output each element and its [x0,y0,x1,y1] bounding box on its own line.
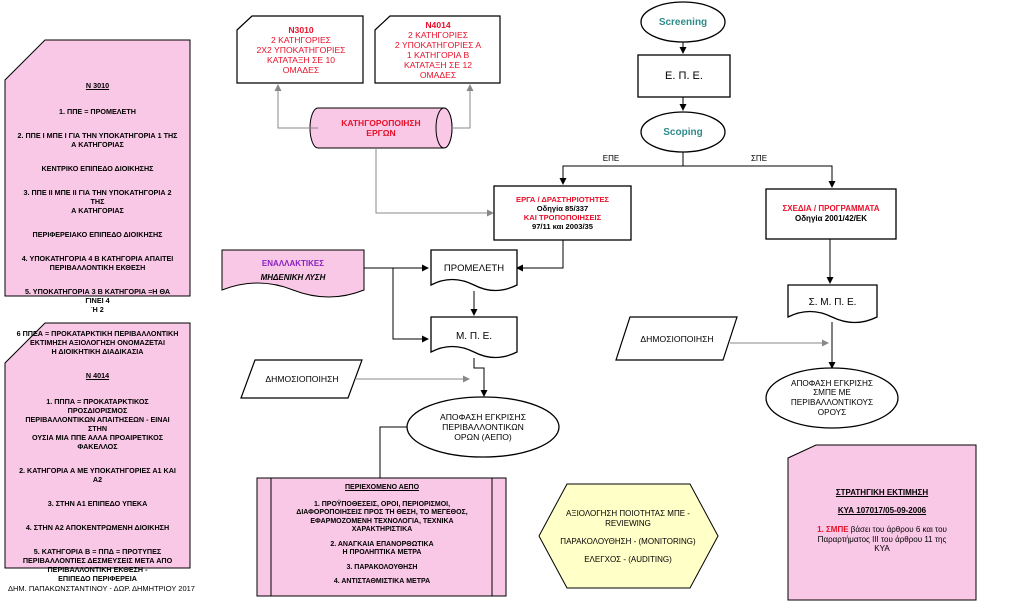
panel-n3010-item: ΠΕΡΙΦΕΡΕΙΑΚΟ ΕΠΙΠΕΔΟ ΔΙΟΙΚΗΣΗΣ [32,230,163,239]
panel-n4014-item: 2. ΚΑΤΗΓΟΡΙΑ Α ΜΕ ΥΠΟΚΑΤΗΓΟΡΙΕΣ Α1 ΚΑΙ Α… [19,466,176,484]
panel-n3010-title: Ν 3010 [85,81,110,90]
strategic-title: ΣΤΡΑΤΗΓΙΚΗ ΕΚΤΙΜΗΣΗ [835,488,929,497]
aepo-content-item: 3. ΠΑΡΑΚΟΛΟΥΘΗΣΗ [346,563,418,571]
plans-line1: ΣΧΕΔΙΑ / ΠΡΟΓΡΑΜΜΑΤΑ [782,204,880,213]
n4014-body: 2 ΚΑΤΗΓΟΡΙΕΣ 2 ΥΠΟΚΑΤΗΓΟΡΙΕΣ Α 1 ΚΑΤΗΓΟΡ… [394,30,482,80]
scoping-label: Scoping [663,126,703,138]
projects-line4: 97/11 και 2003/35 [531,222,593,231]
aepo-content-item: 1. ΠΡΟΫΠΟΘΕΣΕΙΣ, ΟΡΟΙ, ΠΕΡΙΟΡΙΣΜΟΙ, ΔΙΑΦ… [296,500,468,534]
alternatives-box: ΕΝΑΛΛΑΚΤΙΚΕΣ ΜΗΔΕΝΙΚΗ ΛΥΣΗ [222,252,364,290]
panel-n4014-title: Ν 4014 [85,371,110,380]
plans-line2: Οδηγία 2001/42/ΕΚ [794,214,868,223]
projects-line1: ΕΡΓΑ / ΔΡΑΣΤΗΡΙΟΤΗΤΕΣ [516,195,609,204]
panel-n3010-item: 5. ΥΠΟΚΑΤΗΓΟΡΙΑ 3 Β ΚΑΤΗΓΟΡΙΑ =Η ΘΑ ΓΙΝΕ… [24,287,171,314]
panel-n3010-item: 3. ΠΠΕ ΙΙ ΜΠΕ ΙΙ ΓΙΑ ΤΗΝ ΥΠΟΚΑΤΗΓΟΡΙΑ 2 … [23,188,172,215]
alternatives-line2: ΜΗΔΕΝΙΚΗ ΛΥΣΗ [260,273,326,282]
publication-left-label: ΔΗΜΟΣΙΟΠΟΙΗΣΗ [265,374,339,384]
publication-right-label: ΔΗΜΟΣΙΟΠΟΙΗΣΗ [640,334,714,344]
categorization-label: ΚΑΤΗΓΟΡΟΠΟΙΗΣΗ ΕΡΓΩΝ [341,118,421,138]
projects-line2: Οδηγία 85/337 [536,204,589,213]
branch-right-label: ΣΠΕ [750,153,768,163]
panel-n3010-item: 4. ΥΠΟΚΑΤΗΓΟΡΙΑ 4 Β ΚΑΤΗΓΟΡΙΑ ΑΠΑΙΤΕΙ ΠΕ… [21,254,174,272]
projects-box: ΕΡΓΑ / ΔΡΑΣΤΗΡΙΟΤΗΤΕΣ Οδηγία 85/337 ΚΑΙ … [494,186,631,240]
n3010-title: Ν3010 [288,25,314,35]
strategic-kya: ΚΥΑ 107017/05-09-2006 [837,505,927,515]
alternatives-line1: ΕΝΑΛΛΑΚΤΙΚΕΣ [261,259,325,268]
n3010-box: Ν3010 2 ΚΑΤΗΓΟΡΙΕΣ 2Χ2 ΥΠΟΚΑΤΗΓΟΡΙΕΣ ΚΑΤ… [240,18,362,82]
aepo-content-title: ΠΕΡΙΕΧΟΜΕΝΟ ΑΕΠΟ [344,484,420,491]
aepo-content-item: 2. ΑΝΑΓΚΑΙΑ ΕΠΑΝΟΡΘΩΤΙΚΑ Η ΠΡΟΛΗΠΤΙΚΑ ΜΕ… [330,540,434,557]
branch-left-label: ΕΠΕ [602,153,620,163]
aepo-content-item: 4. ΑΝΤΙΣΤΑΘΜΙΣΤΙΚΑ ΜΕΤΡΑ [333,578,431,585]
smpe-label: Σ. Μ. Π. Ε. [808,296,857,308]
epe-label: Ε. Π. Ε. [665,70,703,82]
panel-n3010-item: 6 ΠΠΕΑ = ΠΡΟΚΑΤΑΡΚΤΙΚΗ ΠΕΡΙΒΑΛΛΟΝΤΙΚΗ ΕΚ… [16,329,179,356]
panel-n3010-item: ΚΕΝΤΡΙΚΟ ΕΠΙΠΕΔΟ ΔΙΟΙΚΗΣΗΣ [41,164,154,173]
panel-n4014: Ν 4014 1. ΠΠΠΑ = ΠΡΟΚΑΤΑΡΚΤΙΚΟΣ ΠΡΟΣΔΙΟΡ… [10,362,185,598]
aepo-content: ΠΕΡΙΕΧΟΜΕΝΟ ΑΕΠΟ 1. ΠΡΟΫΠΟΘΕΣΕΙΣ, ΟΡΟΙ, … [272,484,492,592]
panel-n4014-item: 4. ΣΤΗΝ Α2 ΑΠΟΚΕΝΤΡΩΜΕΝΗ ΔΙΟΙΚΗΣΗ [25,523,170,532]
panel-n4014-item: 5. ΚΑΤΗΓΟΡΙΑ Β = ΠΠΔ = ΠΡΟΤΥΠΕΣ ΠΕΡΙΒΑΛΛ… [22,547,173,583]
quality-line3: ΕΛΕΓΧΟΣ - (AUDITING) [584,555,672,564]
projects-line3: ΚΑΙ ΤΡΟΠΟΠΟΙΗΣΕΙΣ [523,213,602,222]
strategic-item-rest: βάσει του άρθρου 6 και του Παραρτήματος … [817,525,947,553]
mpe-label: Μ. Π. Ε. [455,330,493,342]
n3010-body: 2 ΚΑΤΗΓΟΡΙΕΣ 2Χ2 ΥΠΟΚΑΤΗΓΟΡΙΕΣ ΚΑΤΑΤΑΞΗ … [256,35,346,75]
approval-right-label: ΑΠΟΦΑΣΗ ΕΓΚΡΙΣΗΣ ΣΜΠΕ ΜΕ ΠΕΡΙΒΑΛΛΟΝΤΙΚΟΥ… [790,378,874,417]
plans-box: ΣΧΕΔΙΑ / ΠΡΟΓΡΑΜΜΑΤΑ Οδηγία 2001/42/ΕΚ [766,189,896,239]
quality-line1: ΑΞΙΟΛΟΓΗΣΗ ΠΟΙΟΤΗΤΑΣ ΜΠΕ - REVIEWING [566,509,690,528]
premeleti-label: ΠΡΟΜΕΛΕΤΗ [443,262,505,274]
panel-n4014-item: 3. ΣΤΗΝ Α1 ΕΠΙΠΕΔΟ ΥΠΕΚΑ [47,499,148,508]
n4014-title: Ν4014 [425,20,451,30]
panel-n4014-item: 1. ΠΠΠΑ = ΠΡΟΚΑΤΑΡΚΤΙΚΟΣ ΠΡΟΣΔΙΟΡΙΣΜΟΣ Π… [25,397,170,451]
strategic-item-prefix: 1. ΣΜΠΕ [817,525,849,534]
quality-box: ΑΞΙΟΛΟΓΗΣΗ ΠΟΙΟΤΗΤΑΣ ΜΠΕ - REVIEWING ΠΑΡ… [552,492,704,582]
footer-credit: ΔΗΜ. ΠΑΠΑΚΩΝΣΤΑΝΤΙΝΟΥ - ΔΩΡ. ΔΗΜΗΤΡΙΟΥ 2… [8,584,195,593]
strategic-box: ΣΤΡΑΤΗΓΙΚΗ ΕΚΤΙΜΗΣΗ ΚΥΑ 107017/05-09-200… [792,488,972,568]
quality-line2: ΠΑΡΑΚΟΛΟΥΘΗΣΗ - (MONITORING) [560,537,696,546]
strategic-item: 1. ΣΜΠΕ βάσει του άρθρου 6 και του Παραρ… [817,525,947,554]
panel-n3010: Ν 3010 1. ΠΠΕ = ΠΡΟΜΕΛΕΤΗ 2. ΠΠΕ Ι ΜΠΕ Ι… [10,72,185,371]
screening-label: Screening [658,16,708,28]
panel-n3010-item: 1. ΠΠΕ = ΠΡΟΜΕΛΕΤΗ [59,107,136,116]
aepo-label: ΑΠΟΦΑΣΗ ΕΓΚΡΙΣΗΣ ΠΕΡΙΒΑΛΛΟΝΤΙΚΩΝ ΟΡΩΝ (Α… [439,412,527,442]
n4014-box: Ν4014 2 ΚΑΤΗΓΟΡΙΕΣ 2 ΥΠΟΚΑΤΗΓΟΡΙΕΣ Α 1 Κ… [377,17,499,83]
panel-n3010-item: 2. ΠΠΕ Ι ΜΠΕ Ι ΓΙΑ ΤΗΝ ΥΠΟΚΑΤΗΓΟΡΙΑ 1 ΤΗ… [17,131,178,149]
